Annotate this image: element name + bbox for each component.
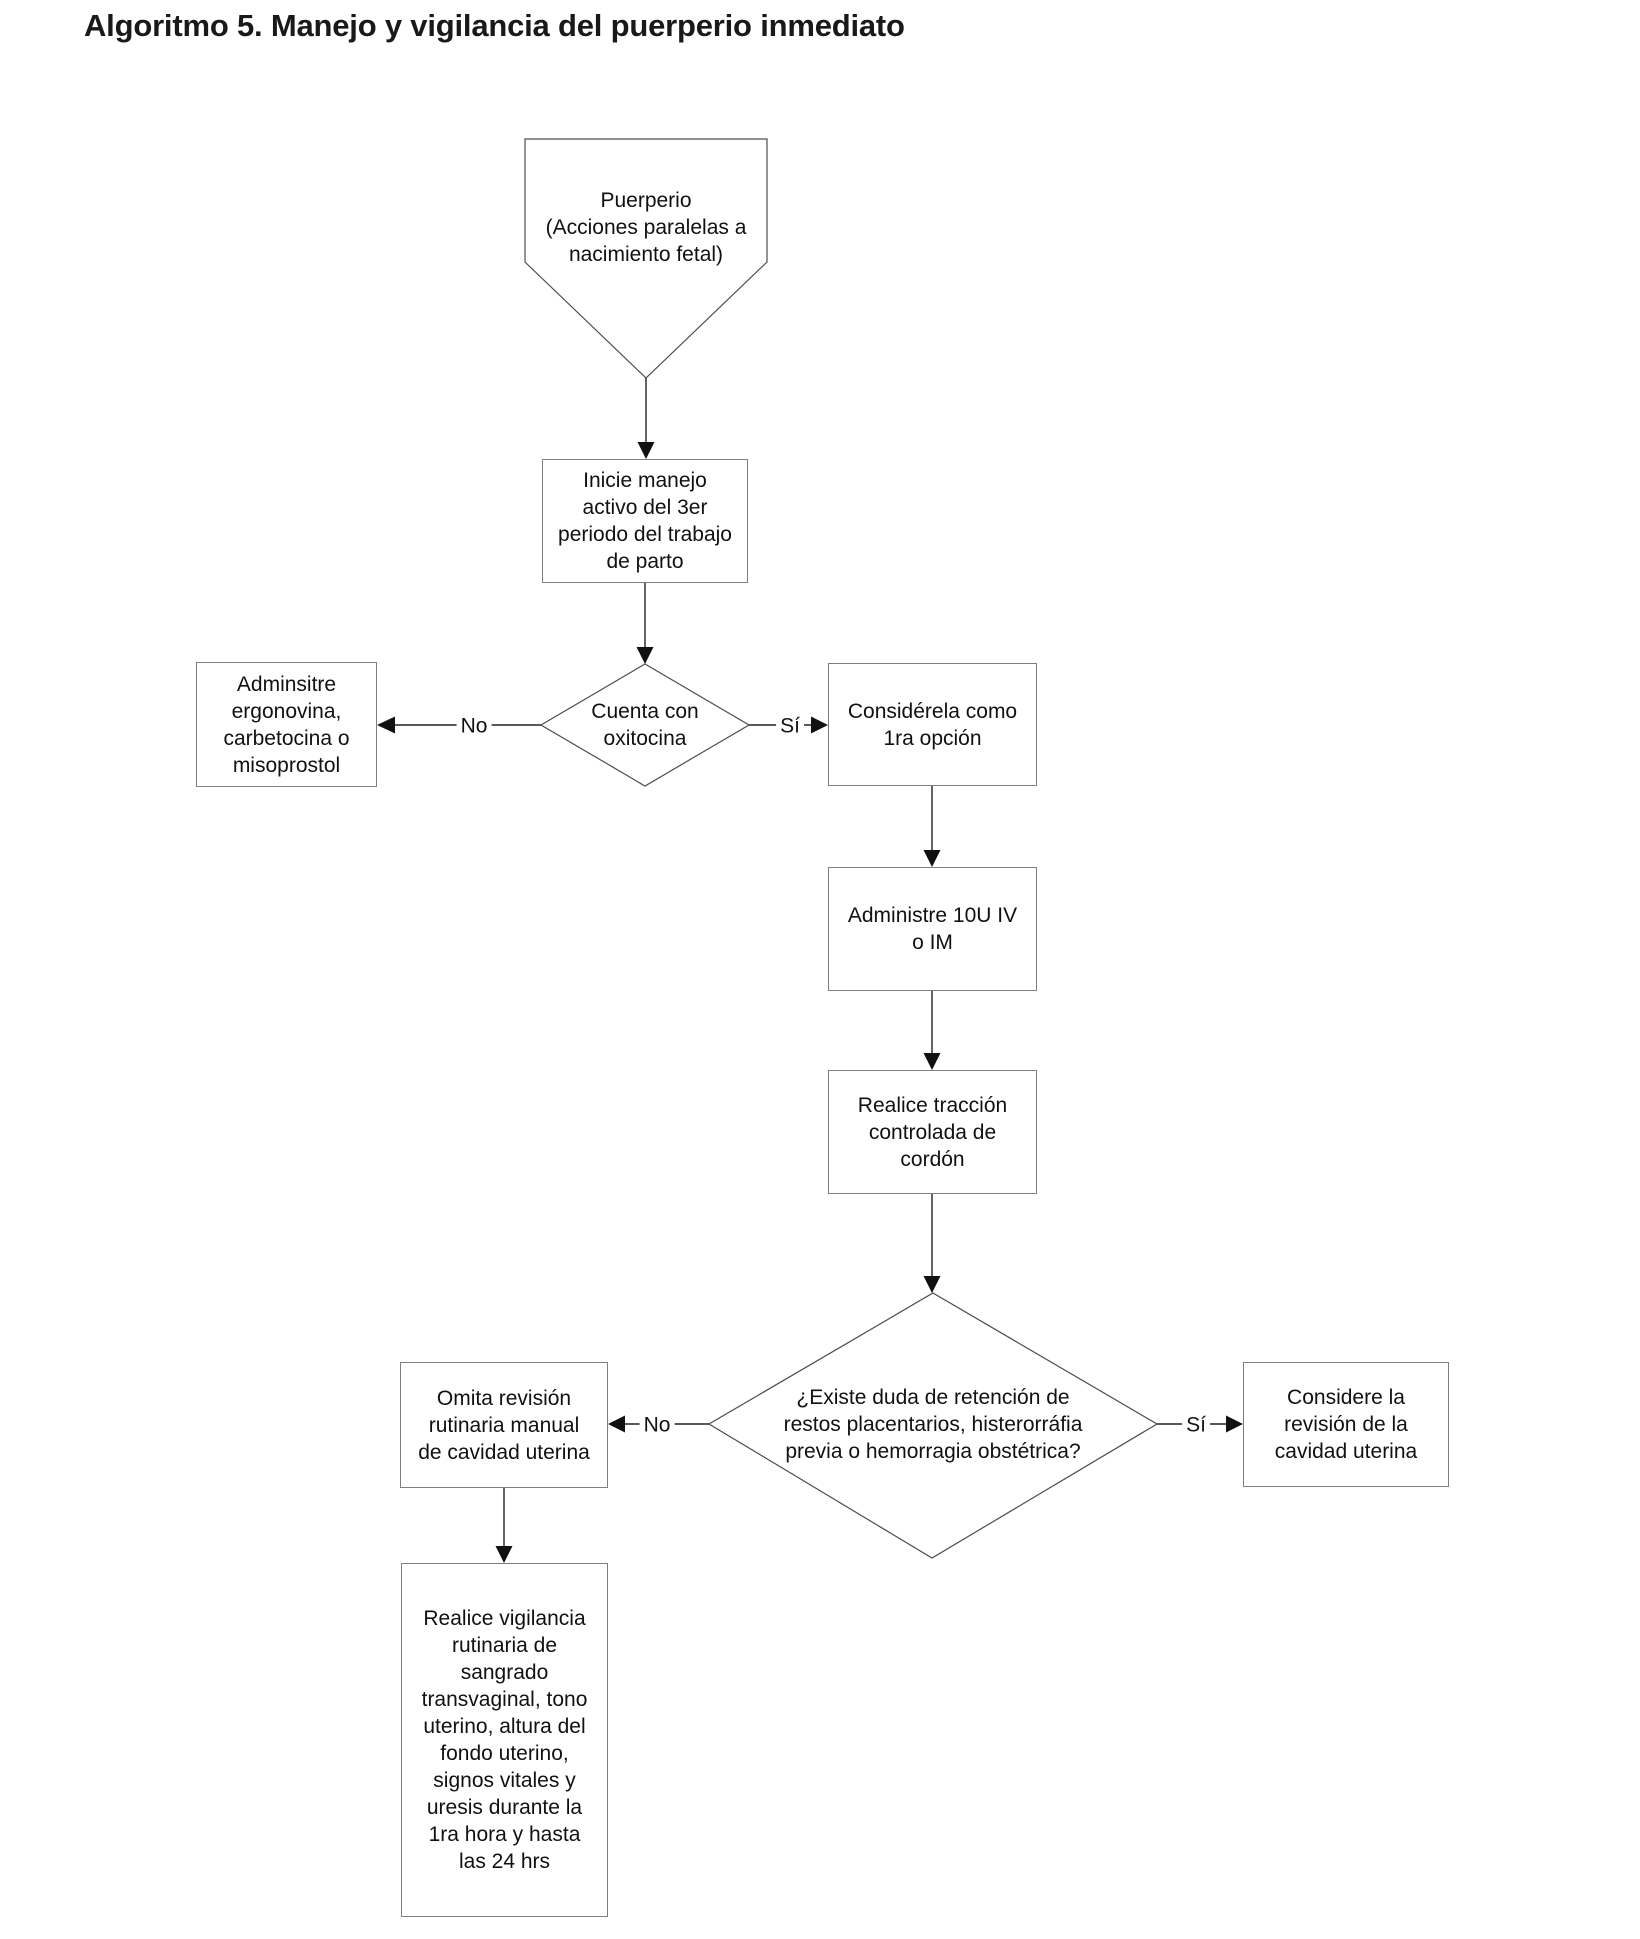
node-realice-vigilancia-label: Realice vigilancia rutinaria de sangrado… [421,1607,588,1873]
node-adminsitre-ergonovina-label: Adminsitre ergonovina, carbetocina o mis… [223,672,350,777]
node-inicie-manejo-label: Inicie manejo activo del 3er periodo del… [558,469,732,573]
edge-label-oxitocina-no: No [456,714,492,738]
page-title: Algoritmo 5. Manejo y vigilancia del pue… [84,8,905,43]
node-cuenta-oxitocina: Cuenta con oxitocina [541,664,749,786]
node-considere-revision: Considere la revisión de la cavidad uter… [1243,1362,1449,1487]
node-inicie-manejo: Inicie manejo activo del 3er periodo del… [542,459,748,583]
start-pentagon-shape [524,138,768,379]
node-considerela-opcion: Considérela como 1ra opción [828,663,1037,786]
node-start-label: Puerperio (Acciones paralelas a nacimien… [545,188,747,266]
arrowhead-start-to-inicie [637,442,655,459]
arrowhead-administre-to-traccion [923,1053,941,1070]
node-administre-10u-label: Administre 10U IV o IM [847,904,1018,954]
node-realice-traccion-label: Realice tracción controlada de cordón [857,1093,1008,1171]
arrowhead-duda-si [1226,1415,1243,1433]
node-start: Puerperio (Acciones paralelas a nacimien… [525,139,767,315]
arrowhead-duda-no [608,1415,625,1433]
node-considere-revision-label: Considere la revisión de la cavidad uter… [1274,1386,1418,1463]
node-realice-traccion: Realice tracción controlada de cordón [828,1070,1037,1194]
arrowhead-oxitocina-no [377,716,395,734]
arrowhead-inicie-to-oxitocina [636,647,654,664]
arrowhead-oxitocina-si [811,716,828,734]
arrowhead-omita-to-vigilancia [495,1546,513,1563]
duda-diamond-shape [707,1292,1159,1559]
node-cuenta-oxitocina-label: Cuenta con oxitocina [591,700,699,750]
oxitocina-diamond-shape [539,663,751,787]
node-omita-revision-label: Omita revisión rutinaria manual de cavid… [418,1386,590,1464]
arrowhead-considerela-to-administre [923,850,941,867]
node-considerela-opcion-label: Considérela como 1ra opción [847,699,1018,750]
arrowhead-traccion-to-duda [923,1276,941,1293]
edge-label-duda-no: No [639,1413,675,1437]
node-existe-duda-label: ¿Existe duda de retención de restos plac… [783,1386,1083,1463]
edge-label-duda-si: Sí [1182,1413,1210,1437]
node-existe-duda: ¿Existe duda de retención de restos plac… [709,1293,1157,1556]
node-realice-vigilancia: Realice vigilancia rutinaria de sangrado… [401,1563,608,1917]
node-adminsitre-ergonovina: Adminsitre ergonovina, carbetocina o mis… [196,662,377,787]
node-omita-revision: Omita revisión rutinaria manual de cavid… [400,1362,608,1488]
node-administre-10u: Administre 10U IV o IM [828,867,1037,991]
edge-label-oxitocina-si: Sí [776,714,804,738]
